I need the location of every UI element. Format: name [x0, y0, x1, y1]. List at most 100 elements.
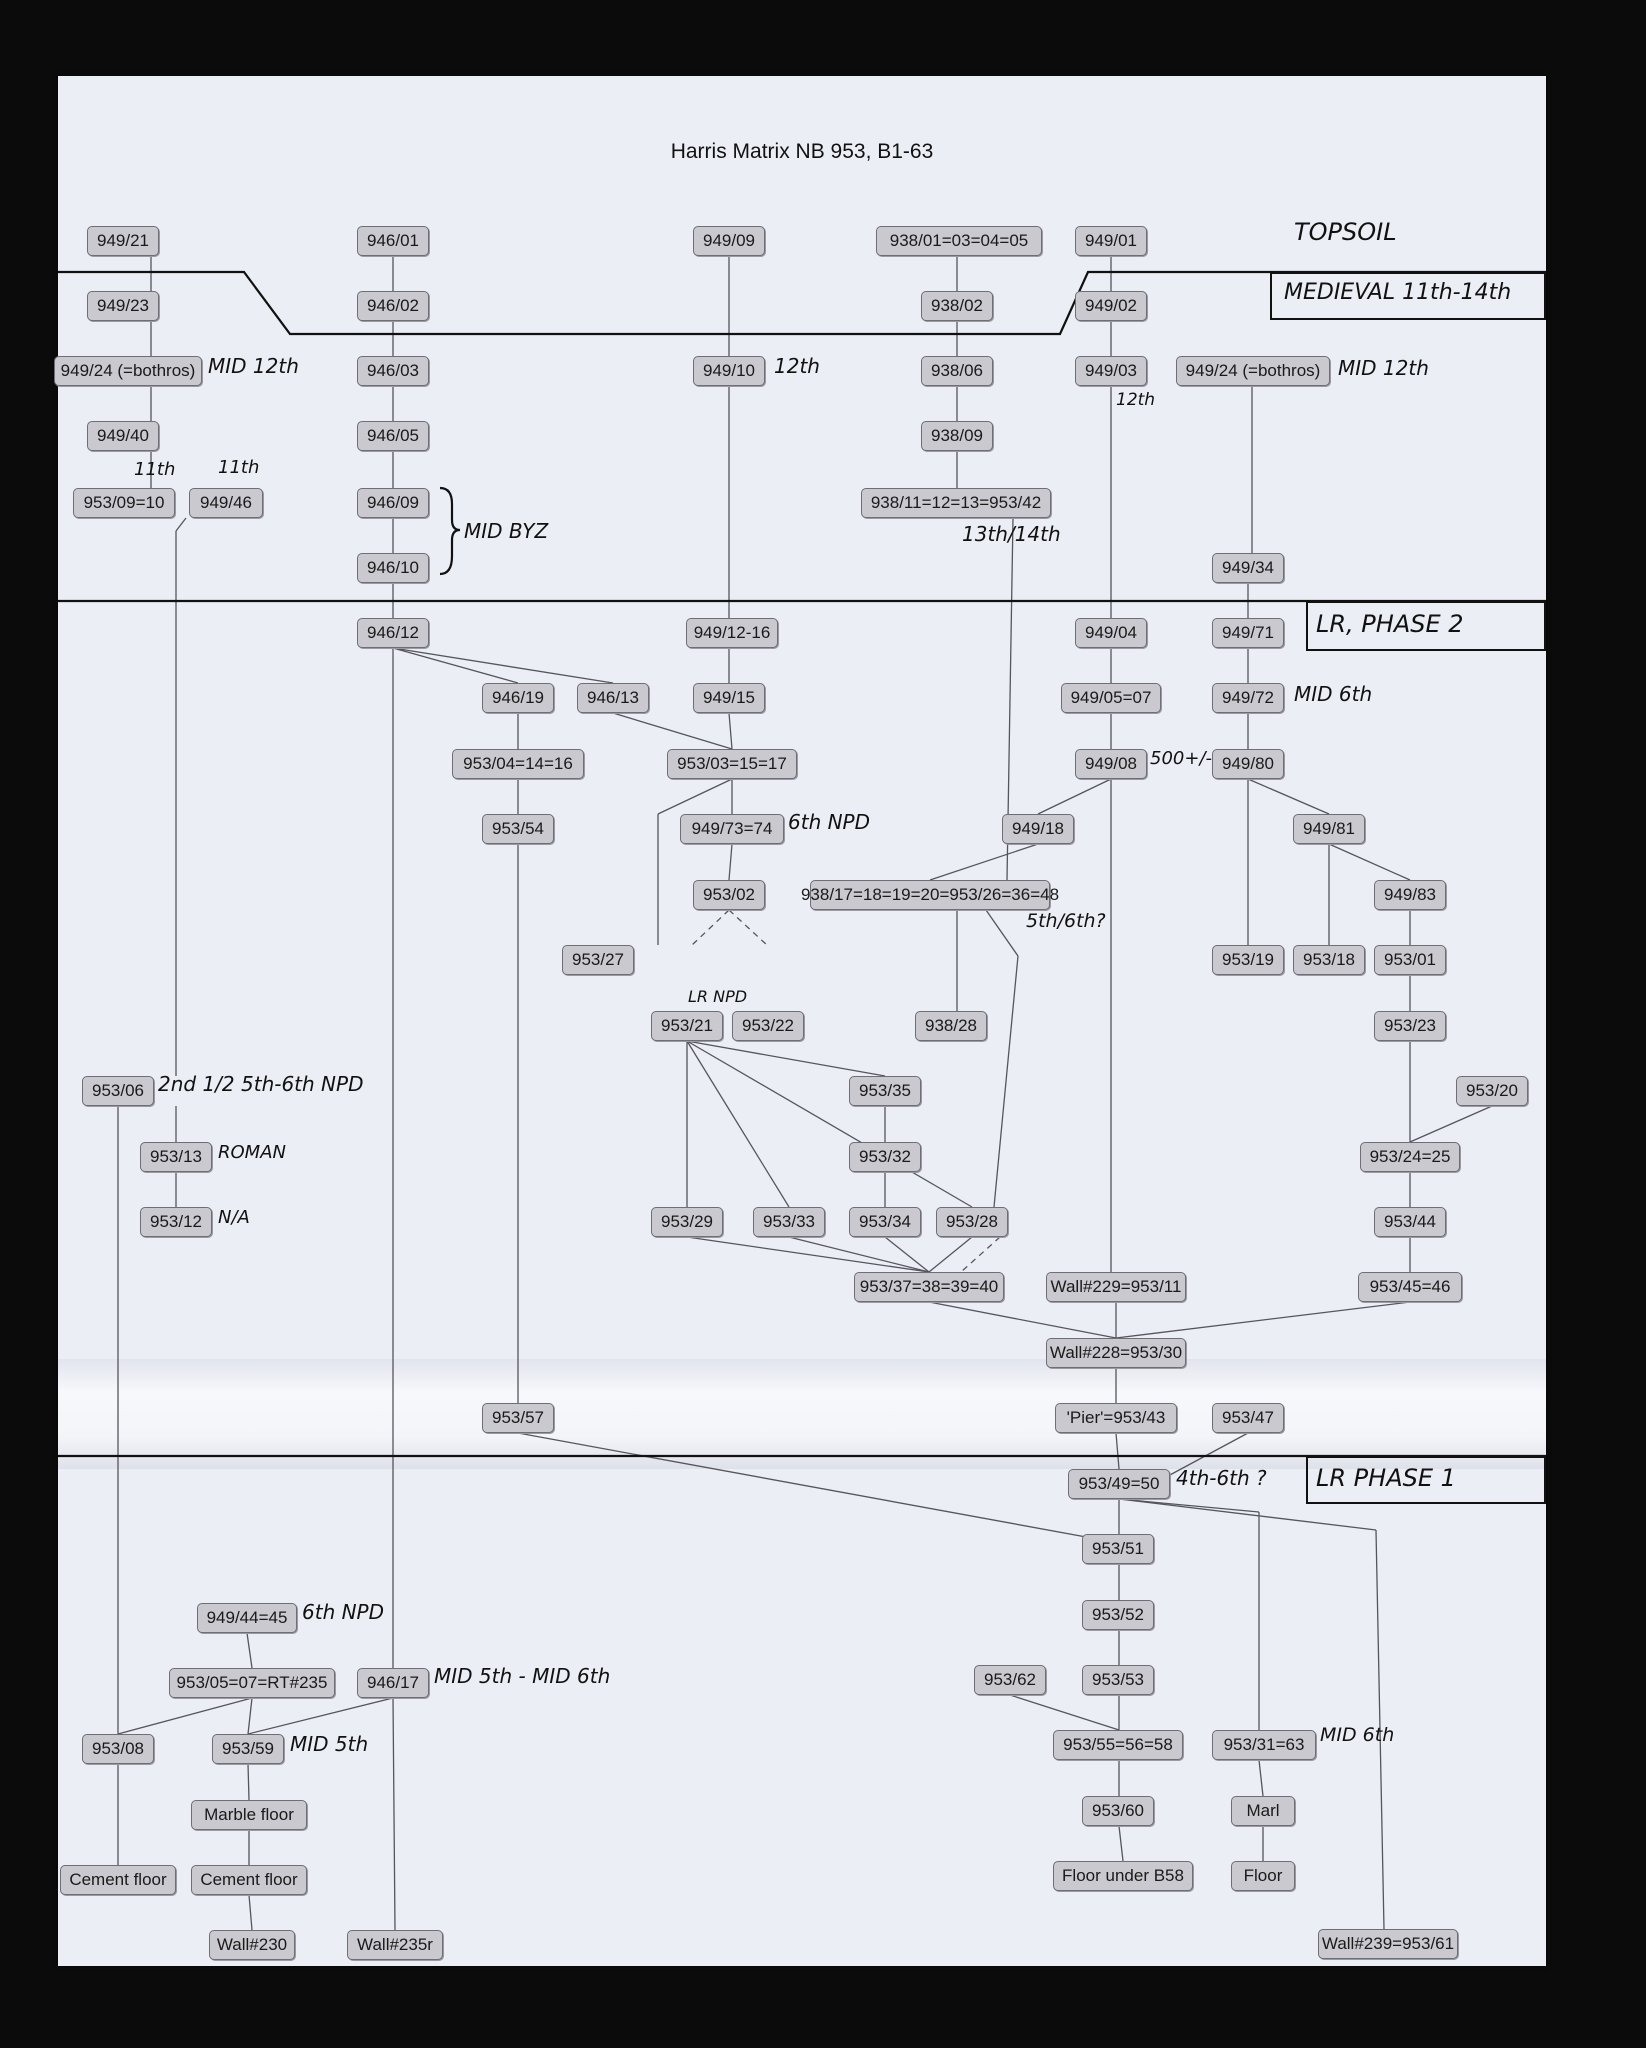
context-953-44: 953/44 — [1374, 1207, 1446, 1237]
context-wall-228: Wall#228=953/30 — [1046, 1338, 1186, 1368]
phase-label-topsoil: TOPSOIL — [1294, 218, 1397, 246]
context-953-05: 953/05=07=RT#235 — [169, 1668, 335, 1698]
phase-box-lr2 — [1306, 601, 1546, 651]
context-953-52: 953/52 — [1082, 1600, 1154, 1630]
edge-97 — [392, 1697, 396, 1931]
phase-label-medieval: MEDIEVAL 11th-14th — [1284, 280, 1512, 305]
note-953-13: ROMAN — [218, 1142, 286, 1163]
context-wall-239: Wall#239=953/61 — [1318, 1929, 1458, 1959]
edge-96 — [248, 1894, 253, 1931]
context-946-01: 946/01 — [357, 226, 429, 256]
context-949-24-left: 949/24 (=bothros) — [54, 356, 202, 386]
edge-60 — [517, 1432, 1109, 1542]
note-949-10: 12th — [774, 354, 820, 378]
note-949-24-right: MID 12th — [1338, 356, 1429, 380]
context-949-80: 949/80 — [1212, 749, 1284, 779]
edge-92 — [247, 1697, 394, 1735]
context-953-21: 953/21 — [651, 1011, 723, 1041]
context-cement-floor-mid: Cement floor — [191, 1865, 307, 1895]
phase-label-lr1: LR PHASE 1 — [1316, 1464, 1456, 1492]
edge-29 — [728, 712, 733, 750]
edge-94 — [247, 1763, 250, 1801]
edge-76 — [1167, 1432, 1249, 1477]
note-938-11: 13th/14th — [962, 522, 1061, 546]
context-953-03: 953/03=15=17 — [667, 749, 797, 779]
context-953-02: 953/02 — [693, 880, 765, 910]
edge-38 — [929, 843, 1039, 881]
note-949-72: MID 6th — [1294, 682, 1373, 706]
edge-90 — [246, 1632, 253, 1669]
bracket-mid-byz — [439, 486, 461, 576]
context-949-24-right: 949/24 (=bothros) — [1176, 356, 1330, 386]
context-949-72: 949/72 — [1212, 683, 1284, 713]
context-953-04: 953/04=14=16 — [452, 749, 584, 779]
phase-label-lr2: LR, PHASE 2 — [1316, 610, 1464, 638]
context-949-15: 949/15 — [693, 683, 765, 713]
context-953-55: 953/55=56=58 — [1053, 1730, 1183, 1760]
edge-91 — [247, 1697, 253, 1735]
context-953-12: 953/12 — [140, 1207, 212, 1237]
context-953-18: 953/18 — [1293, 945, 1365, 975]
edge-100 — [960, 1236, 1001, 1273]
context-938-09: 938/09 — [921, 421, 993, 451]
context-953-22: 953/22 — [732, 1011, 804, 1041]
context-953-51: 953/51 — [1082, 1534, 1154, 1564]
context-949-18: 949/18 — [1002, 814, 1074, 844]
boundary-medieval-top — [58, 270, 1546, 336]
matrix-diagram — [58, 256, 1546, 1931]
edge-62 — [686, 1040, 790, 1208]
edge-75 — [1115, 1432, 1120, 1470]
context-946-09: 946/09 — [357, 488, 429, 518]
phase-box-lr1 — [1306, 1456, 1546, 1504]
context-946-02: 946/02 — [357, 291, 429, 321]
context-953-60: 953/60 — [1082, 1796, 1154, 1826]
context-946-13: 946/13 — [577, 683, 649, 713]
context-949-44: 949/44=45 — [197, 1603, 297, 1633]
note-946-17: MID 5th - MID 6th — [434, 1664, 611, 1688]
context-949-23: 949/23 — [87, 291, 159, 321]
context-949-08: 949/08 — [1075, 749, 1147, 779]
phase-box-medieval — [1270, 272, 1546, 320]
context-953-09: 953/09=10 — [73, 488, 175, 518]
context-953-20: 953/20 — [1456, 1076, 1528, 1106]
context-953-01: 953/01 — [1374, 945, 1446, 975]
context-946-12: 946/12 — [357, 618, 429, 648]
context-949-05: 949/05=07 — [1061, 683, 1161, 713]
edge-69 — [884, 1236, 930, 1273]
context-938-28: 938/28 — [915, 1011, 987, 1041]
context-949-46: 949/46 — [189, 488, 263, 518]
context-wall-230: Wall#230 — [209, 1930, 295, 1960]
note-953-09: 11th — [134, 459, 176, 480]
edge-53 — [175, 517, 187, 532]
context-wall-235r: Wall#235r — [347, 1930, 443, 1960]
context-946-17: 946/17 — [357, 1668, 429, 1698]
edge-88 — [1375, 1529, 1385, 1930]
edge-51 — [985, 909, 1019, 957]
edge-93 — [117, 1697, 253, 1735]
edge-30 — [657, 778, 733, 815]
context-953-47: 953/47 — [1212, 1403, 1284, 1433]
context-cement-floor-left: Cement floor — [60, 1865, 176, 1895]
context-953-27: 953/27 — [562, 945, 634, 975]
context-949-09: 949/09 — [693, 226, 765, 256]
note-949-03: 12th — [1116, 390, 1156, 410]
context-949-34: 949/34 — [1212, 553, 1284, 583]
context-946-10: 946/10 — [357, 553, 429, 583]
edge-52 — [993, 955, 1019, 1208]
context-938-06: 938/06 — [921, 356, 993, 386]
context-pier: 'Pier'=953/43 — [1055, 1403, 1177, 1433]
note-949-08: 500+/- — [1150, 748, 1212, 769]
edge-71 — [928, 1301, 1117, 1339]
context-953-54: 953/54 — [482, 814, 554, 844]
context-953-62: 953/62 — [974, 1665, 1046, 1695]
matrix-sheet: Harris Matrix NB 953, B1-63 TOPSOIL MEDI… — [54, 76, 1546, 1966]
context-953-57: 953/57 — [482, 1403, 554, 1433]
edge-64 — [686, 1040, 973, 1208]
context-953-34: 953/34 — [849, 1207, 921, 1237]
context-946-05: 946/05 — [357, 421, 429, 451]
context-953-23: 953/23 — [1374, 1011, 1446, 1041]
note-938-17: 5th/6th? — [1026, 910, 1106, 932]
note-949-73: 6th NPD — [788, 810, 871, 834]
context-marble-floor: Marble floor — [191, 1800, 307, 1830]
context-floor: Floor — [1231, 1861, 1295, 1891]
